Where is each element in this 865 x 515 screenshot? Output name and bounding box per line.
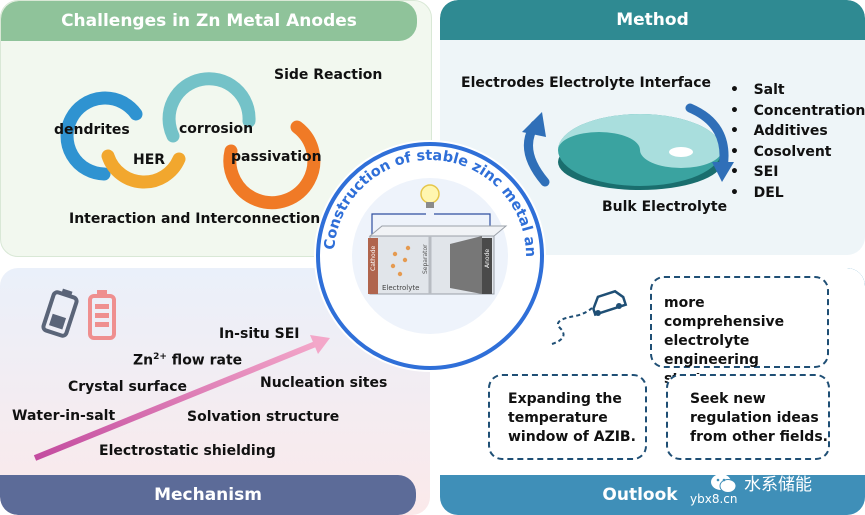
outlook-box-comprehensive: more comprehensive electrolyte engineeri…: [650, 276, 829, 387]
her-ring: [101, 149, 186, 189]
bullet-item: • Concentration: [730, 102, 865, 119]
battery-icon: [41, 288, 116, 340]
separator-label: Separator: [422, 244, 429, 274]
anode-plate: [482, 238, 492, 294]
corrosion-ring: [162, 72, 256, 143]
right-cycle-arrow: [685, 103, 729, 173]
method-panel: Method Electrodes Electrolyte Interface …: [440, 0, 865, 255]
bullet-item: • Additives: [730, 123, 828, 139]
watermark: 水系储能 ybx8.cn: [690, 468, 860, 508]
cathode-label: Cathode: [370, 245, 377, 271]
passivation-label: passivation: [231, 149, 322, 165]
solvation-structure-label: Solvation structure: [187, 409, 340, 425]
dendrites-ring: [60, 91, 143, 181]
watermark-brand: 水系储能: [744, 475, 812, 495]
challenges-rings: [60, 72, 321, 210]
passivation-ring: [223, 120, 321, 210]
yin-yang-disk: [522, 103, 734, 190]
outlook-box-other-fields: Seek new regulation ideas from other fie…: [666, 374, 830, 460]
bulk-electrolyte-label: Bulk Electrolyte: [602, 199, 728, 215]
dendrites-label: dendrites: [54, 122, 130, 138]
in-situ-sei-label: In-situ SEI: [219, 326, 300, 342]
crystal-surface-label: Crystal surface: [68, 379, 187, 395]
bullet-item: • SEI: [730, 164, 779, 180]
light-bulb-icon: [420, 184, 440, 208]
interface-label: Electrodes Electrolyte Interface: [461, 75, 712, 91]
method-bullets: • Salt • Concentration • Additives • Cos…: [730, 80, 865, 203]
bullet-item: • DEL: [730, 184, 784, 201]
challenges-panel: Challenges in Zn Metal Anodes Side React…: [0, 0, 432, 257]
trend-arrow: [33, 335, 330, 461]
electrolyte-label: Electrolyte: [382, 284, 419, 292]
challenges-title: Challenges in Zn Metal Anodes: [1, 1, 417, 41]
corrosion-label: corrosion: [179, 121, 254, 137]
outlook-box-temperature: Expanding the temperature window of AZIB…: [488, 374, 647, 460]
nucleation-sites-label: Nucleation sites: [260, 375, 388, 391]
bullet-item: • Cosolvent: [730, 143, 832, 160]
wechat-icon: [711, 474, 737, 493]
center-circle: Construction of stable zinc metal anode …: [305, 124, 546, 372]
her-label: HER: [133, 152, 166, 168]
anode-label: Anode: [484, 249, 491, 268]
car-route-icon: [551, 289, 628, 345]
watermark-site: ybx8.cn: [690, 492, 738, 506]
electrostatic-shielding-label: Electrostatic shielding: [99, 443, 276, 459]
side-reaction-label: Side Reaction: [274, 67, 383, 83]
water-in-salt-label: Water-in-salt: [12, 408, 116, 424]
method-title: Method: [440, 0, 865, 40]
cathode-plate: [368, 238, 378, 294]
mechanism-title: Mechanism: [0, 475, 416, 515]
outlook-title: Outlook: [602, 485, 678, 505]
interaction-label: Interaction and Interconnection: [69, 211, 321, 227]
zn-flow-rate-label: Zn2+ flow rate: [133, 352, 243, 369]
bullet-item: • Salt: [730, 82, 785, 98]
